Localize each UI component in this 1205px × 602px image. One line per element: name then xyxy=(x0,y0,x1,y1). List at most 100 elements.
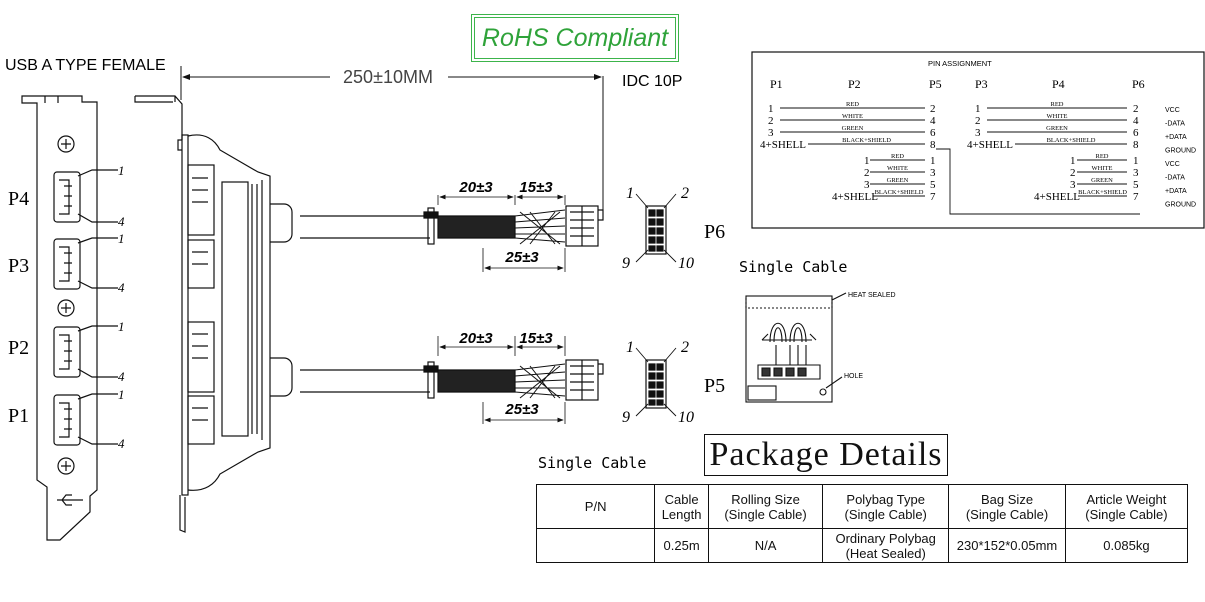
single-cable-label-bottom: Single Cable xyxy=(538,454,646,472)
wire-color: BLACK+SHIELD xyxy=(875,189,924,196)
bracket-front-view xyxy=(21,95,118,541)
signal-name: +DATA xyxy=(1165,134,1187,141)
pin-right: 8 xyxy=(930,139,936,151)
pin-left: 4+SHELL xyxy=(967,139,1013,151)
header-p4: P4 xyxy=(1052,77,1065,91)
pin-left: 2 xyxy=(1070,167,1076,179)
p6-pin-9: 9 xyxy=(622,255,630,272)
wire-color: GREEN xyxy=(842,125,864,132)
column-header-line1: Rolling Size xyxy=(731,491,800,507)
table-cell-line1: 0.085kg xyxy=(1103,538,1150,553)
column-header: Article Weight(Single Cable) xyxy=(1064,484,1189,529)
port-label-p1: P1 xyxy=(8,405,29,427)
signal-name: -DATA xyxy=(1165,175,1185,182)
wire-color: RED xyxy=(1096,153,1109,160)
p6-pin-2: 2 xyxy=(681,185,689,202)
column-header-line1: Bag Size xyxy=(981,491,1034,507)
cable-upper-dim-c: 25±3 xyxy=(504,249,539,266)
pin-left: 3 xyxy=(975,127,981,139)
pin-left: 1 xyxy=(768,103,774,115)
header-p3: P3 xyxy=(975,77,988,91)
pin-left: 4+SHELL xyxy=(832,191,878,203)
wire-color: WHITE xyxy=(887,165,908,172)
idc-face-p6 xyxy=(635,193,677,263)
pin-assignment-headers: P1 P2 P5 P3 P4 P6 xyxy=(770,77,1145,91)
column-header-line1: Cable xyxy=(664,491,699,507)
p1-pin-1: 1 xyxy=(118,387,125,402)
overall-length-dimension xyxy=(180,66,604,210)
pin-assignment-title: PIN ASSIGNMENT xyxy=(928,59,992,68)
p6-pin-1: 1 xyxy=(626,185,634,202)
pin-left: 3 xyxy=(1070,179,1076,191)
column-header: Rolling Size(Single Cable) xyxy=(707,484,824,529)
wire-color: BLACK+SHIELD xyxy=(842,137,891,144)
wire-color: BLACK+SHIELD xyxy=(1078,189,1127,196)
column-header-line2: (Single Cable) xyxy=(724,506,807,522)
pin-left: 1 xyxy=(1070,155,1076,167)
column-header-line1: Article Weight xyxy=(1086,491,1167,507)
cable-upper-dim-b: 15±3 xyxy=(519,179,553,196)
pin-right: 4 xyxy=(1133,115,1139,127)
pin-right: 5 xyxy=(1133,179,1139,191)
polybag-drawing xyxy=(745,292,847,403)
pin-assignment-bridge-lines xyxy=(936,148,1140,215)
p5-pin-2: 2 xyxy=(681,339,689,356)
pin-left: 3 xyxy=(768,127,774,139)
p5-pin-1: 1 xyxy=(626,339,634,356)
heat-sealed-label: HEAT SEALED xyxy=(848,292,896,299)
pin-left: 4+SHELL xyxy=(1034,191,1080,203)
column-header-line2: Length xyxy=(661,506,702,522)
package-details-title: Package Details xyxy=(704,434,948,476)
pin-right: 3 xyxy=(1133,167,1139,179)
bracket-port-labels: P4 P3 P2 P1 1 4 1 4 1 4 1 4 xyxy=(8,163,125,451)
table-cell: 230*152*0.05mm xyxy=(948,528,1066,563)
p2-pin-4: 4 xyxy=(118,369,125,384)
pin-left: 2 xyxy=(864,167,870,179)
wire-color: WHITE xyxy=(1092,165,1113,172)
pin-right: 4 xyxy=(930,115,936,127)
table-cell-line1: N/A xyxy=(754,538,777,553)
single-cable-label-top: Single Cable xyxy=(739,258,847,276)
pin-assignment-box xyxy=(751,51,1205,229)
table-cell: N/A xyxy=(707,528,824,563)
pin-left: 2 xyxy=(975,115,981,127)
column-header-line1: P/N xyxy=(584,499,607,514)
p5-pin-9: 9 xyxy=(622,409,630,426)
wire-color: RED xyxy=(891,153,904,160)
wire-color: GREEN xyxy=(887,177,909,184)
p6-pin-10: 10 xyxy=(678,255,694,272)
port-label-p2: P2 xyxy=(8,337,29,359)
cable-lower-dim-a: 20±3 xyxy=(458,330,493,347)
wire-color: BLACK+SHIELD xyxy=(1047,137,1096,144)
pin-right: 3 xyxy=(930,167,936,179)
table-cell-line1: Ordinary Polybag xyxy=(835,530,936,546)
column-header-line2: (Single Cable) xyxy=(1085,506,1168,522)
table-cell xyxy=(535,528,656,563)
pin-left: 1 xyxy=(864,155,870,167)
signal-name: VCC xyxy=(1165,161,1180,168)
pin-left: 4+SHELL xyxy=(760,139,806,151)
usb-a-female-title: USB A TYPE FEMALE xyxy=(5,57,166,74)
column-header-line2: (Single Cable) xyxy=(965,506,1049,522)
table-cell-line1: 0.25m xyxy=(663,538,700,553)
column-header: P/N xyxy=(535,484,656,529)
pin-right: 6 xyxy=(1133,127,1139,139)
signal-name: GROUND xyxy=(1165,202,1196,209)
table-cell: 0.085kg xyxy=(1064,528,1189,563)
header-p5: P5 xyxy=(929,77,942,91)
pin-right: 5 xyxy=(930,179,936,191)
pin-right: 2 xyxy=(930,103,936,115)
header-p1: P1 xyxy=(770,77,783,91)
idc-10p-title: IDC 10P xyxy=(622,73,682,90)
pin-right: 1 xyxy=(1133,155,1139,167)
pin-right: 6 xyxy=(930,127,936,139)
cable-upper-dim-a: 20±3 xyxy=(458,179,493,196)
bracket-side-view xyxy=(134,95,293,533)
wire-color: WHITE xyxy=(842,113,863,120)
signal-name: GROUND xyxy=(1165,148,1196,155)
pin-right: 7 xyxy=(1133,191,1139,203)
port-label-p3: P3 xyxy=(8,255,29,277)
cable-upper xyxy=(300,194,604,272)
